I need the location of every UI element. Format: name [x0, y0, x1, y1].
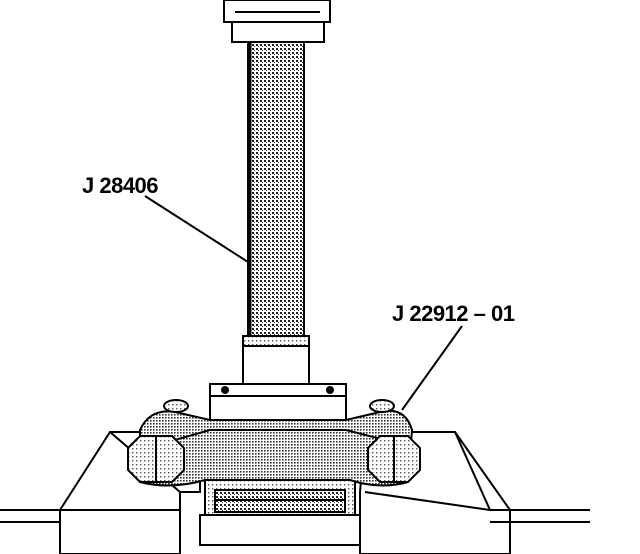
threaded-screw	[247, 41, 305, 339]
callout-bridge-tool: J 22912 – 01	[392, 301, 515, 326]
bridge-bar	[127, 399, 421, 487]
press-ram	[223, 0, 331, 43]
wheel-hub	[199, 477, 361, 546]
flange-plate	[209, 383, 347, 421]
leader-line-bridge	[401, 325, 463, 411]
leader-line-screw	[144, 195, 249, 263]
callout-screw-tool: J 28406	[82, 173, 159, 198]
leader-lines	[144, 195, 463, 411]
